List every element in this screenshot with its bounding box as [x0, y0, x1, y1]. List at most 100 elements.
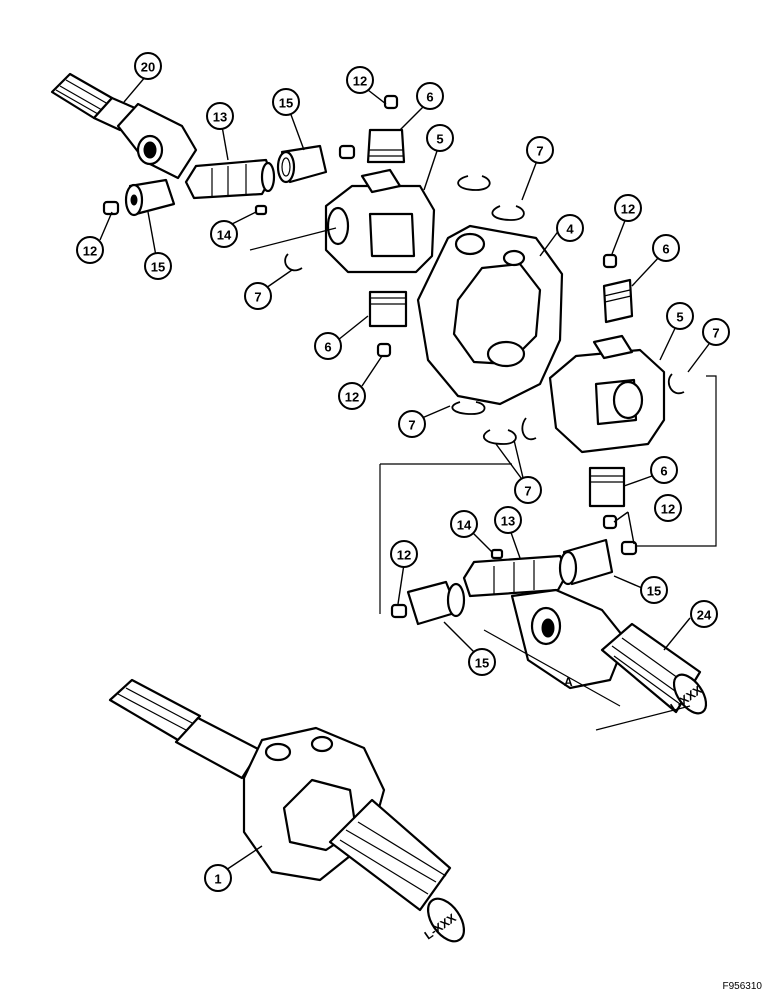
callout-label: 12	[621, 202, 635, 217]
callout-circle	[390, 540, 418, 568]
callout-circle	[210, 220, 238, 248]
callout-label: 14	[217, 228, 232, 243]
yoke-block-5-upper	[324, 168, 436, 274]
callout-label: 14	[457, 518, 472, 533]
callout-label: 7	[254, 290, 261, 305]
callout-circle	[494, 506, 522, 534]
callout-6: 6	[314, 332, 342, 360]
callout-circle	[666, 302, 694, 330]
callout-12: 12	[76, 236, 104, 264]
callout-7: 7	[244, 282, 272, 310]
callout-circle	[398, 410, 426, 438]
callout-12: 12	[390, 540, 418, 568]
callout-label: 15	[475, 656, 489, 671]
callout-circle	[650, 456, 678, 484]
callout-label: 5	[676, 310, 683, 325]
callout-label: 12	[661, 502, 675, 517]
callout-circle	[416, 82, 444, 110]
callout-circle	[526, 136, 554, 164]
callout-circle	[204, 864, 232, 892]
callout-label: 1	[214, 872, 221, 887]
callout-7: 7	[398, 410, 426, 438]
callout-label: 7	[536, 144, 543, 159]
callout-15: 15	[272, 88, 300, 116]
callout-circle	[272, 88, 300, 116]
yoke-block-5-lower	[548, 334, 666, 454]
callout-label: 7	[408, 418, 415, 433]
callout-label: 15	[647, 584, 661, 599]
callout-circle	[652, 234, 680, 262]
figure-id: F956310	[722, 981, 762, 992]
shaft-yoke-24	[510, 588, 708, 715]
callout-label: 12	[83, 244, 97, 259]
callout-15: 15	[144, 252, 172, 280]
callout-label: 7	[524, 484, 531, 499]
callout-5: 5	[426, 124, 454, 152]
callout-circle	[314, 332, 342, 360]
shaft-markings: L-XXX L-XXX	[422, 683, 705, 943]
callout-label: 24	[697, 608, 712, 623]
callout-circle	[426, 124, 454, 152]
callout-20: 20	[134, 52, 162, 80]
shaft-yoke-20	[50, 72, 198, 180]
callout-6: 6	[416, 82, 444, 110]
leader-lines	[99, 75, 713, 871]
callout-label: 12	[353, 74, 367, 89]
callout-circle	[206, 102, 234, 130]
callout-circle	[690, 600, 718, 628]
callout-1: 1	[204, 864, 232, 892]
callout-6: 6	[650, 456, 678, 484]
callout-label: 12	[345, 390, 359, 405]
callout-label: 6	[660, 464, 667, 479]
callout-group: 20 12 6 15 13 5 7 12 15 14 7 4 12 6 6 12 5 7 7 7 6 14 13 12 12 15…	[76, 52, 730, 892]
callout-15: 15	[468, 648, 496, 676]
cross-pin-13-upper	[184, 158, 276, 200]
callout-7: 7	[514, 476, 542, 504]
callout-label: 6	[662, 242, 669, 257]
callout-label: 7	[712, 326, 719, 341]
callout-7: 7	[702, 318, 730, 346]
callout-label: 6	[426, 90, 433, 105]
callout-12: 12	[654, 494, 682, 522]
bearing-cap-15-lower-left	[406, 580, 466, 626]
callout-circle	[338, 382, 366, 410]
callout-12: 12	[338, 382, 366, 410]
callout-label: 15	[151, 260, 165, 275]
callout-circle	[144, 252, 172, 280]
callout-5: 5	[666, 302, 694, 330]
callout-circle	[346, 66, 374, 94]
grease-fitting-12	[102, 94, 638, 619]
callout-label: 5	[436, 132, 443, 147]
assembled-joint-1	[108, 678, 466, 943]
callout-label: 12	[397, 548, 411, 563]
bearing-cup-6	[366, 128, 634, 508]
callout-circle	[134, 52, 162, 80]
callout-14: 14	[450, 510, 478, 538]
callout-circle	[514, 476, 542, 504]
bearing-cap-15-lower-right	[558, 538, 614, 586]
callout-circle	[702, 318, 730, 346]
callout-circle	[654, 494, 682, 522]
callout-14: 14	[210, 220, 238, 248]
callout-7: 7	[526, 136, 554, 164]
callout-circle	[450, 510, 478, 538]
callout-circle	[556, 214, 584, 242]
callout-4: 4	[556, 214, 584, 242]
bearing-cap-15-upper-left	[124, 178, 176, 217]
callout-13: 13	[494, 506, 522, 534]
callout-label: 15	[279, 96, 293, 111]
callout-12: 12	[614, 194, 642, 222]
snap-ring-7	[284, 175, 685, 445]
bearing-cap-15-upper-right	[276, 144, 328, 184]
center-body-4	[416, 224, 564, 406]
callout-circle	[640, 576, 668, 604]
callout-13: 13	[206, 102, 234, 130]
callout-12: 12	[346, 66, 374, 94]
callout-24: 24	[690, 600, 718, 628]
callout-15: 15	[640, 576, 668, 604]
callout-circle	[76, 236, 104, 264]
callout-label: 4	[566, 222, 574, 237]
callout-label: 20	[141, 60, 155, 75]
callout-label: 13	[213, 110, 227, 125]
